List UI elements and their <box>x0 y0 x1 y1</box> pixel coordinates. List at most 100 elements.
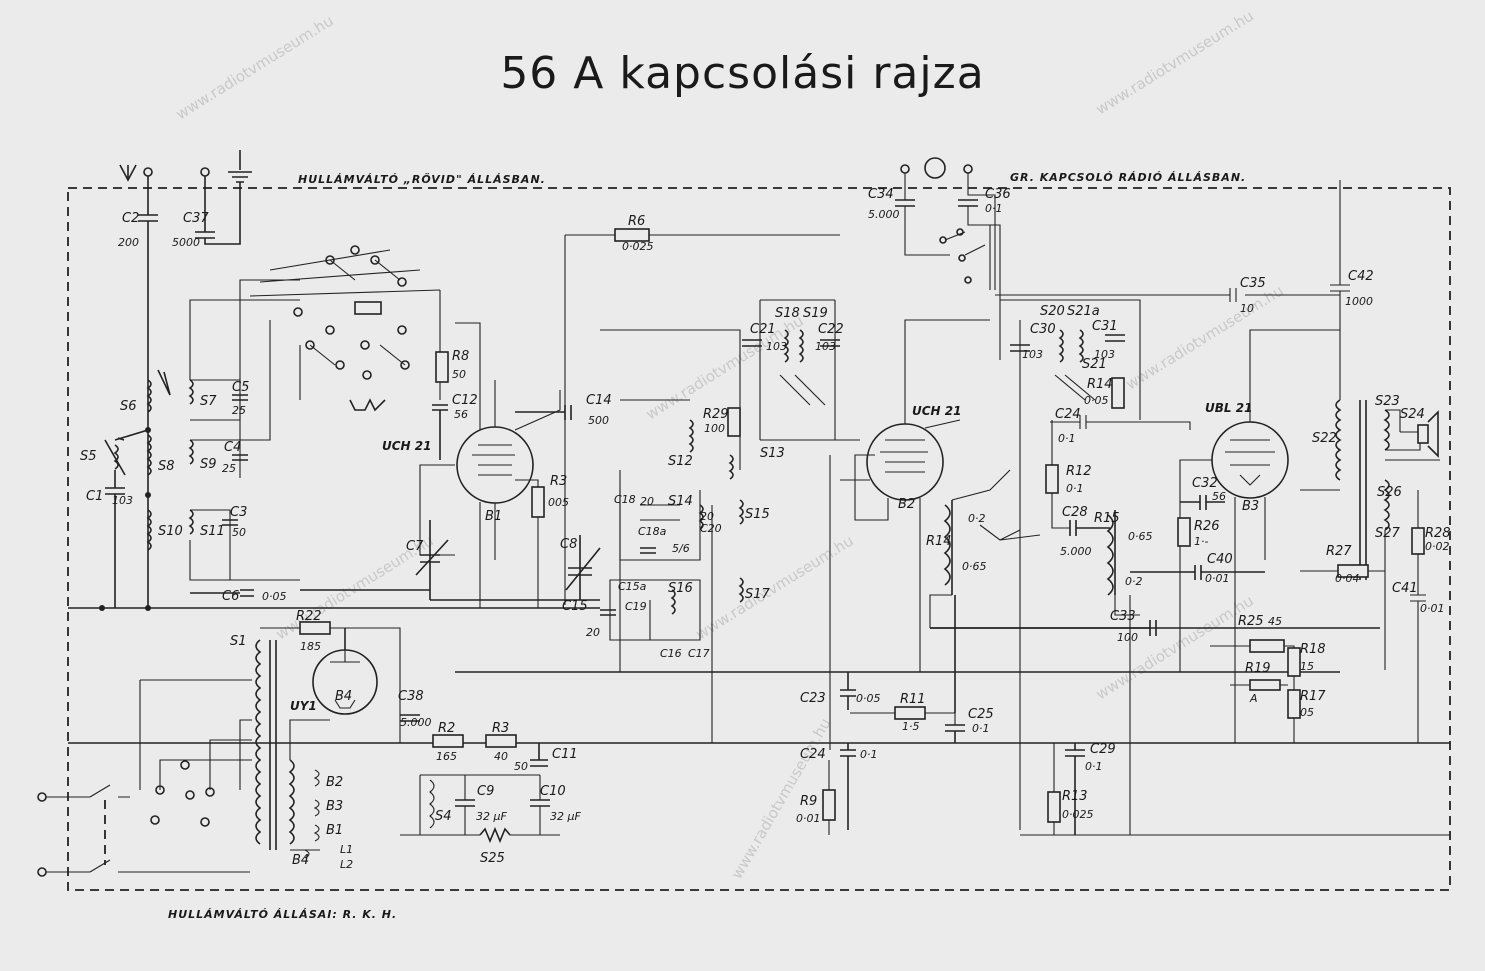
value: 5.000 <box>400 716 432 729</box>
value: 103 <box>766 340 787 353</box>
value: 0·65 <box>962 560 987 573</box>
value: 45 <box>1268 615 1282 628</box>
label: C15a <box>618 580 647 593</box>
label: S15 <box>745 507 770 522</box>
label: S18 <box>775 306 800 321</box>
label: C20 <box>700 522 722 535</box>
label: S1 <box>230 634 247 649</box>
note-wave-switch-positions: HULLÁMVÁLTÓ ÁLLÁSAI: R. K. H. <box>168 908 397 921</box>
label: C37 <box>183 211 209 226</box>
value: 103 <box>1094 348 1115 361</box>
cathode-network <box>822 595 1450 836</box>
label: C18a <box>638 525 667 538</box>
label: R14 <box>926 534 952 549</box>
label: R14 <box>1087 377 1113 392</box>
antenna-terminals <box>119 150 252 608</box>
value: 0·01 <box>1205 572 1230 585</box>
label: 20 <box>640 495 654 508</box>
label: R29 <box>703 407 729 422</box>
label: 0·2 <box>1125 575 1143 588</box>
value: 103 <box>1022 348 1043 361</box>
value: 40 <box>494 750 508 763</box>
output-stage <box>1300 180 1440 743</box>
component-labels: C2 200 C37 5000 C34 5.000 C36 0·1 C5 25 … <box>80 187 1451 871</box>
label: S19 <box>803 306 828 321</box>
label: C28 <box>1062 505 1088 520</box>
tube-uch21-b1 <box>419 351 572 608</box>
label: C15 <box>562 599 588 614</box>
label: C33 <box>1110 609 1136 624</box>
value: 32 μF <box>476 810 507 823</box>
label: L1 <box>340 843 353 856</box>
label: S5 <box>80 449 97 464</box>
value: 0·1 <box>860 748 878 761</box>
label: R3 <box>550 474 567 489</box>
value: 0·65 <box>1128 530 1153 543</box>
label: S11 <box>200 524 225 539</box>
value: 0·025 <box>622 240 654 253</box>
label: R2 <box>438 721 455 736</box>
value: 25 <box>222 462 236 475</box>
value: 0·1 <box>972 722 990 735</box>
label: S20 <box>1040 304 1065 319</box>
label: C38 <box>398 689 424 704</box>
power-supply <box>37 621 560 877</box>
label: R15 <box>1094 511 1120 526</box>
watermark: www.radiotvmuseum.hu <box>1093 7 1257 119</box>
value: 100 <box>1117 631 1138 644</box>
tube-label-b1: UCH 21 <box>382 439 431 453</box>
tube-label-b3: UBL 21 <box>1205 401 1252 415</box>
value: 5000 <box>172 236 200 249</box>
label: C14 <box>586 393 612 408</box>
label: S21 <box>1082 357 1107 372</box>
chassis-border <box>67 187 1451 891</box>
label: C8 <box>560 537 577 552</box>
value: 05 <box>1300 706 1314 719</box>
tube-label-b4: UY1 <box>290 699 317 713</box>
label: S26 <box>1377 485 1402 500</box>
label: R13 <box>1062 789 1088 804</box>
label: C18 <box>614 493 636 506</box>
label: B4 <box>292 853 309 868</box>
label: S21a <box>1067 304 1100 319</box>
socket-label-b4: B4 <box>335 689 352 704</box>
watermark: www.radiotvmuseum.hu <box>728 715 835 882</box>
label: 20 <box>586 626 600 639</box>
label: C32 <box>1192 476 1218 491</box>
label: L2 <box>340 858 353 871</box>
value: 0·05 <box>262 590 287 603</box>
input-coils <box>99 369 300 611</box>
watermark: www.radiotvmuseum.hu <box>1123 282 1287 394</box>
value: A <box>1249 692 1258 705</box>
value: 15 <box>1300 660 1314 673</box>
label: R26 <box>1194 519 1220 534</box>
label: C1 <box>86 489 103 504</box>
label: R8 <box>452 349 469 364</box>
tube-label-b2: UCH 21 <box>912 404 961 418</box>
label: S9 <box>200 457 217 472</box>
value: 200 <box>118 236 139 249</box>
label: R9 <box>800 794 817 809</box>
label: S12 <box>668 454 693 469</box>
label: C36 <box>985 187 1011 202</box>
label: C30 <box>1030 322 1056 337</box>
tuning-capacitors <box>300 520 601 601</box>
note-wave-switch-short: HULLÁMVÁLTÓ „RÖVID" ÁLLÁSBAN. <box>298 172 546 186</box>
label: S10 <box>158 524 183 539</box>
label: C2 <box>122 211 139 226</box>
label: C7 <box>406 539 424 554</box>
label: R3 <box>492 721 509 736</box>
value: 165 <box>436 750 457 763</box>
value: 10 <box>1240 302 1254 315</box>
value: 0·1 <box>1085 760 1103 773</box>
label: R25 <box>1238 614 1264 629</box>
label: R27 <box>1326 544 1352 559</box>
label: C25 <box>968 707 994 722</box>
label: S8 <box>158 459 175 474</box>
value: 50 <box>514 760 528 773</box>
value: 0·05 <box>1084 394 1109 407</box>
value: 5.000 <box>868 208 900 221</box>
label: C34 <box>868 187 894 202</box>
label: S4 <box>435 809 452 824</box>
label: R22 <box>296 609 322 624</box>
